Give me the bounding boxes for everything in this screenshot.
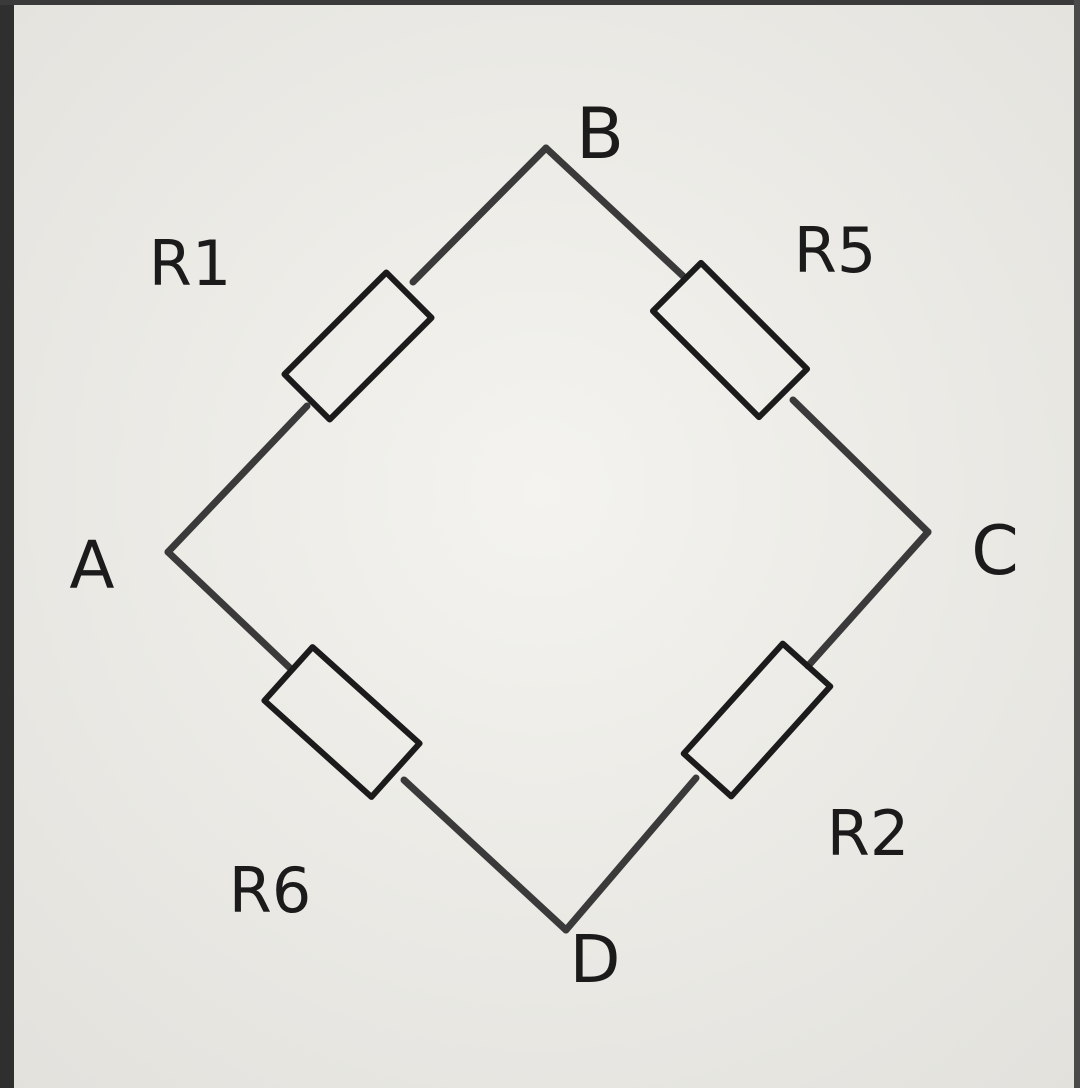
left-edge-shadow (0, 0, 14, 1088)
wire-r6-d (400, 776, 570, 934)
wire-c-r2 (804, 528, 932, 670)
resistor-r2 (680, 640, 834, 800)
right-edge-shadow (1074, 0, 1080, 1088)
resistor-label-r6: R6 (229, 854, 312, 927)
resistor-r5 (649, 259, 811, 421)
wire-r1-a (164, 402, 311, 556)
wires (164, 144, 932, 934)
wire-b-r1 (409, 144, 550, 286)
top-edge-shadow (0, 0, 1080, 5)
wire-a-r6 (164, 548, 294, 672)
node-label-c: C (971, 512, 1018, 591)
node-label-b: B (576, 93, 624, 175)
resistor-label-r2: R2 (827, 797, 910, 870)
wire-b-r5 (542, 144, 687, 280)
resistor-r1 (281, 269, 435, 423)
node-label-d: D (570, 921, 621, 998)
node-label-a: A (69, 527, 114, 604)
resistors (261, 259, 834, 800)
resistor-label-r5: R5 (794, 214, 877, 287)
resistor-label-r1: R1 (149, 227, 232, 300)
wire-r5-c (789, 396, 932, 536)
resistor-r6 (261, 644, 423, 800)
wire-r2-d (562, 774, 700, 934)
